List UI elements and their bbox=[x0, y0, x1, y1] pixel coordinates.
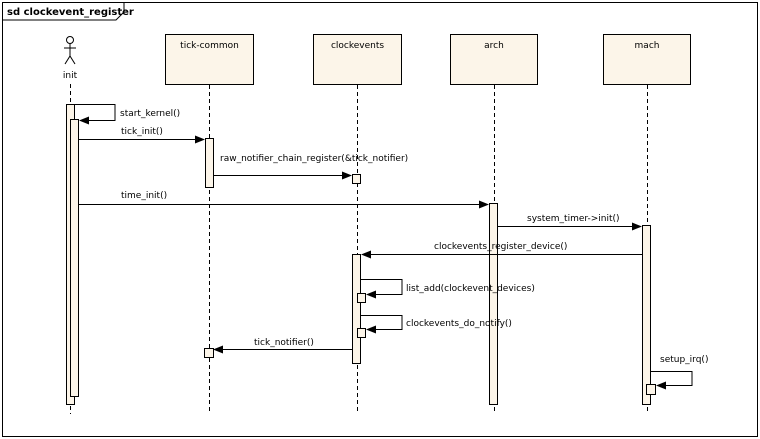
activation-tick-common bbox=[205, 138, 214, 188]
arrowhead-icon bbox=[479, 200, 489, 209]
message-label: start_kernel() bbox=[120, 109, 180, 119]
arrowhead-icon bbox=[632, 222, 642, 231]
participant-arch-label: arch bbox=[484, 41, 504, 51]
arrowhead-icon bbox=[361, 250, 371, 259]
message-label: raw_notifier_chain_register(&tick_notifi… bbox=[220, 154, 408, 164]
message-label: tick_init() bbox=[121, 127, 163, 137]
activation-mach bbox=[642, 225, 651, 405]
arrowhead-icon bbox=[213, 345, 223, 354]
message-list-add[interactable]: list_add(clockevent_devices) bbox=[361, 279, 535, 299]
participant-mach[interactable]: mach bbox=[603, 34, 691, 85]
arrowhead-icon bbox=[366, 290, 376, 299]
message-tick-init[interactable]: tick_init() bbox=[79, 127, 205, 144]
diagram-title: sd clockevent_register bbox=[7, 7, 134, 18]
actor-init-label: init bbox=[63, 71, 78, 81]
message-setup-irq[interactable]: setup_irq() bbox=[651, 355, 708, 390]
actor-figure-icon bbox=[66, 36, 74, 44]
message-system-timer-init[interactable]: system_timer->init() bbox=[498, 214, 642, 231]
activation-clockevents-register bbox=[352, 174, 361, 184]
actor-init[interactable]: init bbox=[63, 36, 78, 82]
message-label: list_add(clockevent_devices) bbox=[406, 284, 535, 294]
activation-tick-common-notifier bbox=[204, 348, 214, 358]
participant-tick-common-label: tick-common bbox=[180, 41, 239, 51]
message-start-kernel[interactable]: start_kernel() bbox=[74, 104, 180, 125]
arrowhead-icon bbox=[366, 325, 376, 334]
message-tick-notifier[interactable]: tick_notifier() bbox=[213, 338, 352, 354]
message-label: tick_notifier() bbox=[254, 338, 314, 348]
activation-arch bbox=[489, 203, 498, 405]
message-label: clockevents_do_notify() bbox=[406, 319, 512, 329]
message-time-init[interactable]: time_init() bbox=[79, 191, 489, 209]
message-label: system_timer->init() bbox=[527, 214, 620, 224]
message-label: time_init() bbox=[121, 191, 167, 201]
participant-clockevents[interactable]: clockevents bbox=[313, 34, 402, 85]
participant-arch[interactable]: arch bbox=[450, 34, 538, 85]
participant-mach-label: mach bbox=[635, 41, 660, 51]
arrowhead-icon bbox=[79, 116, 89, 125]
message-label: setup_irq() bbox=[660, 355, 708, 365]
activation-clockevents bbox=[352, 254, 361, 364]
activation-clockevents-do-notify bbox=[357, 328, 366, 338]
participant-tick-common[interactable]: tick-common bbox=[165, 34, 254, 85]
participant-clockevents-label: clockevents bbox=[331, 41, 384, 51]
message-label: clockevents_register_device() bbox=[434, 242, 567, 252]
frame-title-tab bbox=[2, 2, 125, 21]
arrowhead-icon bbox=[342, 171, 352, 180]
arrowhead-icon bbox=[195, 135, 205, 144]
message-clockevents-register-device[interactable]: clockevents_register_device() bbox=[361, 242, 642, 259]
arrowhead-icon bbox=[656, 381, 666, 390]
message-raw-notifier-chain-register[interactable]: raw_notifier_chain_register(&tick_notifi… bbox=[213, 154, 408, 180]
activation-init-inner bbox=[70, 119, 79, 397]
activation-clockevents-list-add bbox=[357, 293, 366, 303]
activation-mach-setup-irq bbox=[646, 384, 656, 395]
message-clockevents-do-notify[interactable]: clockevents_do_notify() bbox=[361, 315, 512, 334]
